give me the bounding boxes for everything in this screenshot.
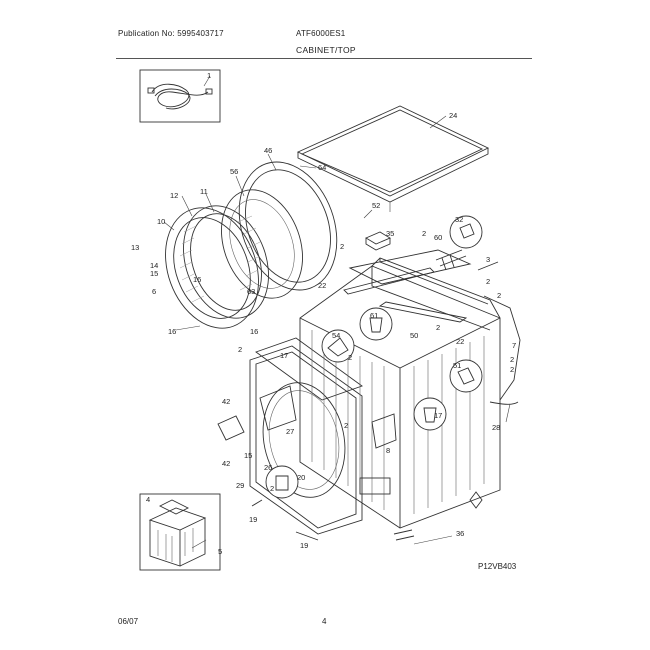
callout-2e: 2	[238, 345, 242, 354]
callout-2f: 2	[510, 355, 514, 364]
callout-22a: 22	[318, 281, 326, 290]
page-number: 4	[322, 617, 327, 626]
callout-19b: 19	[300, 541, 308, 550]
callout-15b: 15	[244, 451, 252, 460]
callout-52: 52	[372, 201, 380, 210]
top-panel	[296, 105, 490, 212]
callout-56: 56	[230, 167, 238, 176]
callout-20: 20	[297, 473, 305, 482]
callout-22b: 22	[456, 337, 464, 346]
callout-2g: 2	[510, 365, 514, 374]
callout-8: 8	[386, 446, 390, 455]
callout-2b: 2	[422, 229, 426, 238]
rear-bracket	[343, 231, 499, 323]
callout-24: 24	[449, 111, 457, 120]
callout-42a: 42	[222, 397, 230, 406]
callout-2j: 2	[348, 353, 352, 362]
callout-50: 50	[410, 331, 418, 340]
publication-number: Publication No: 5995403717	[118, 29, 224, 38]
callout-14: 14	[150, 261, 158, 270]
section-title: CABINET/TOP	[296, 45, 356, 55]
callout-6: 6	[152, 287, 156, 296]
callout-61: 61	[370, 311, 378, 320]
callout-1: 1	[207, 71, 211, 80]
callout-32: 32	[455, 215, 463, 224]
callout-7: 7	[512, 341, 516, 350]
callout-3: 3	[486, 255, 490, 264]
cabinet-body	[299, 257, 521, 529]
front-panel	[249, 337, 363, 535]
callout-28: 28	[492, 423, 500, 432]
callout-2h: 2	[270, 484, 274, 493]
callout-4: 4	[146, 495, 150, 504]
callout-54: 54	[332, 331, 340, 340]
callout-46: 46	[264, 146, 272, 155]
callout-60: 60	[434, 233, 442, 242]
inset-box-dispenser	[139, 493, 221, 571]
callout-16c: 16	[250, 327, 258, 336]
callout-2i: 2	[344, 421, 348, 430]
diagram-code: P12VB403	[478, 562, 517, 571]
callout-27: 27	[286, 427, 294, 436]
callout-17a: 17	[280, 351, 288, 360]
callout-17b: 17	[434, 411, 442, 420]
callout-29: 29	[236, 481, 244, 490]
callout-36: 36	[456, 529, 464, 538]
callout-19a: 19	[249, 515, 257, 524]
callout-64: 64	[318, 163, 326, 172]
callout-12: 12	[170, 191, 178, 200]
callout-5: 5	[218, 547, 222, 556]
callout-63: 63	[247, 287, 255, 296]
inset-box-hose	[139, 69, 221, 123]
callout-26: 26	[264, 463, 272, 472]
header-rule	[116, 58, 532, 59]
callout-labels: 1 24 46 56 12 11 10 13 14 15 16 16 16 6 …	[131, 71, 516, 556]
callout-16b: 16	[168, 327, 176, 336]
footer-date: 06/07	[118, 617, 139, 626]
detail-circles	[265, 215, 483, 499]
callout-2d: 2	[497, 291, 501, 300]
callout-10: 10	[157, 217, 165, 226]
model-number: ATF6000ES1	[296, 29, 346, 38]
callout-51: 51	[453, 361, 461, 370]
callout-2c: 2	[486, 277, 490, 286]
small-parts	[217, 385, 483, 541]
callout-15: 15	[150, 269, 158, 278]
callout-13: 13	[131, 243, 139, 252]
callout-11: 11	[200, 187, 208, 196]
callout-2k: 2	[436, 323, 440, 332]
callout-35: 35	[386, 229, 394, 238]
door-seal-assembly	[165, 161, 338, 329]
callout-2a: 2	[340, 242, 344, 251]
callout-42b: 42	[222, 459, 230, 468]
leader-lines	[163, 75, 511, 549]
callout-16a: 16	[193, 275, 201, 284]
